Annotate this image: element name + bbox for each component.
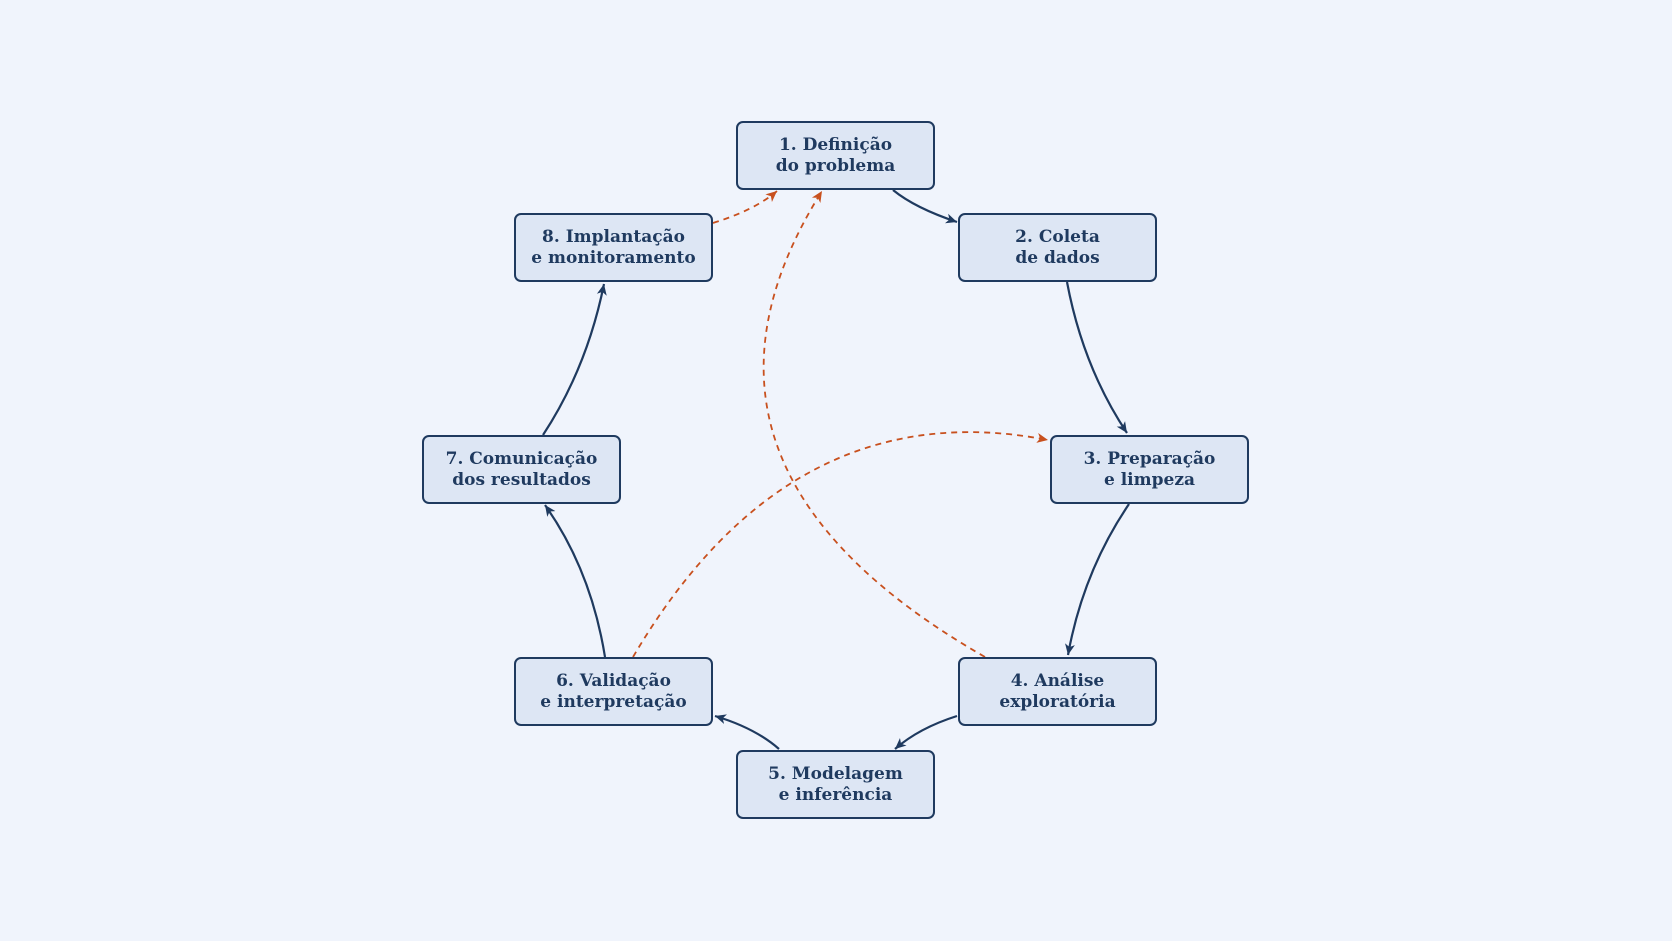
edge-4-to-1-feedback [762, 190, 986, 658]
step-4-line1: 4. Análise [1010, 670, 1105, 691]
step-2-line1: 2. Coleta [1015, 226, 1100, 247]
step-1-node: 1. Definição do problema [736, 121, 935, 190]
edge-6-to-7 [544, 504, 607, 658]
edge-4-to-5 [894, 714, 958, 750]
step-5-line2: e inferência [778, 784, 893, 805]
edge-7-to-8 [542, 283, 607, 436]
step-8-line1: 8. Implantação [542, 226, 685, 247]
step-1-line1: 1. Definição [778, 134, 893, 155]
step-7-line1: 7. Comunicação [445, 448, 598, 469]
step-3-line1: 3. Preparação [1083, 448, 1216, 469]
step-4-node: 4. Análise exploratória [958, 657, 1157, 726]
step-6-line2: e interpretação [540, 691, 687, 712]
edge-5-to-6 [714, 714, 780, 750]
edge-3-to-4 [1065, 503, 1130, 656]
step-3-node: 3. Preparação e limpeza [1050, 435, 1249, 504]
step-5-node: 5. Modelagem e inferência [736, 750, 935, 819]
step-6-node: 6. Validação e interpretação [514, 657, 713, 726]
edge-1-to-2 [892, 189, 958, 224]
step-7-node: 7. Comunicação dos resultados [422, 435, 621, 504]
step-7-line2: dos resultados [452, 469, 591, 490]
edge-8-to-1-feedback [712, 190, 778, 224]
step-1-line2: do problema [775, 155, 896, 176]
step-3-line2: e limpeza [1103, 469, 1195, 490]
step-2-node: 2. Coleta de dados [958, 213, 1157, 282]
step-5-line1: 5. Modelagem [768, 763, 903, 784]
step-8-node: 8. Implantação e monitoramento [514, 213, 713, 282]
edge-6-to-3-feedback [632, 431, 1049, 658]
step-6-line1: 6. Validação [556, 670, 671, 691]
edge-2-to-3 [1065, 281, 1128, 434]
step-2-line2: de dados [1015, 247, 1100, 268]
step-8-line2: e monitoramento [531, 247, 696, 268]
step-4-line2: exploratória [999, 691, 1116, 712]
